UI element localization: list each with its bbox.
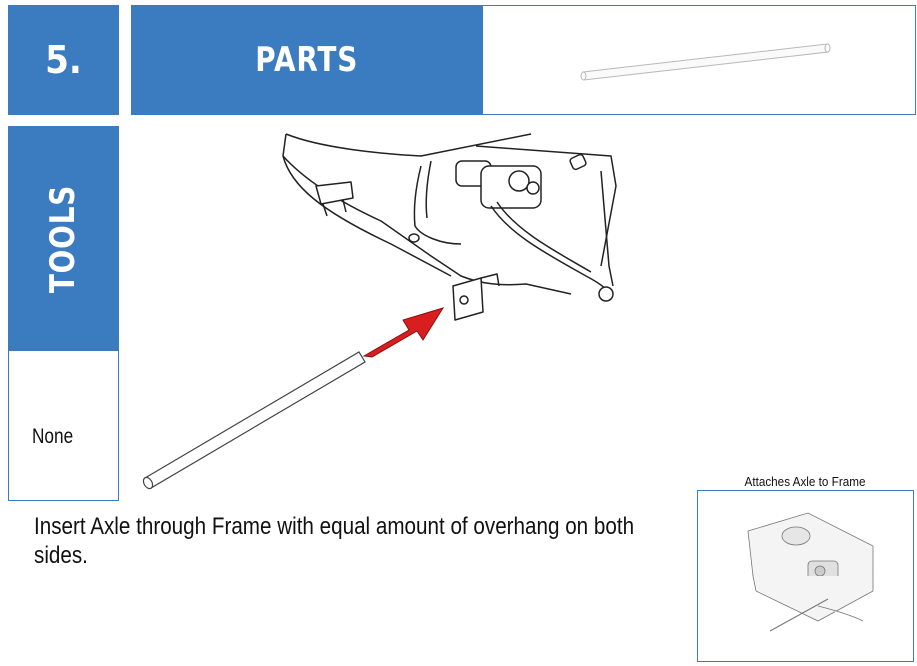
thumbnail-box xyxy=(697,490,914,662)
thumbnail-caption: Attaches Axle to Frame xyxy=(744,474,866,489)
tools-header: TOOLS xyxy=(8,126,119,351)
axle-rod-icon xyxy=(580,43,831,81)
tools-item: None xyxy=(32,425,74,448)
parts-header: PARTS xyxy=(131,5,482,115)
assembled-frame-thumbnail xyxy=(747,512,874,632)
axle-into-frame-illustration xyxy=(142,133,617,490)
step-number-box xyxy=(8,5,119,115)
insert-arrow-icon xyxy=(362,307,445,358)
tools-title: TOOLS xyxy=(43,184,84,293)
assembly-illustration xyxy=(131,126,631,496)
parts-image-box xyxy=(482,5,916,115)
tools-list xyxy=(8,351,119,501)
instruction-text: Insert Axle through Frame with equal amo… xyxy=(34,513,635,569)
parts-title: PARTS xyxy=(255,40,358,80)
step-number: 5. xyxy=(45,38,82,82)
